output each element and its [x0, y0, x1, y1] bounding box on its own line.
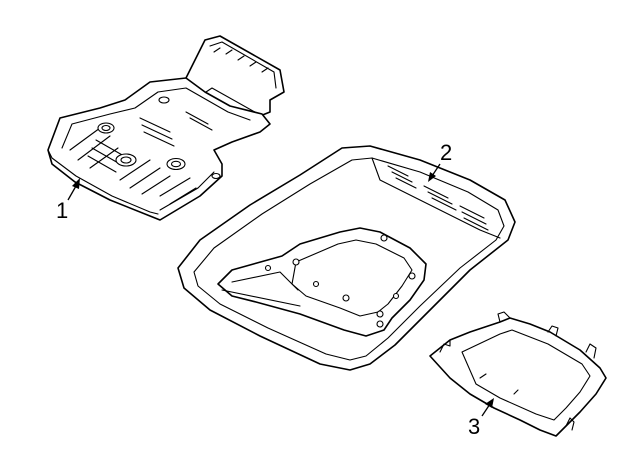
part-2-console-housing[interactable] [177, 145, 516, 371]
callout-3-label: 3 [468, 414, 480, 439]
callout-3: 3 [468, 398, 494, 439]
callout-1-label: 1 [56, 198, 68, 223]
callout-1: 1 [56, 178, 80, 223]
part-3-trim-frame[interactable] [429, 311, 607, 437]
callout-2: 2 [428, 140, 452, 182]
part-1-bracket[interactable] [47, 35, 285, 221]
callout-2-label: 2 [440, 140, 452, 165]
